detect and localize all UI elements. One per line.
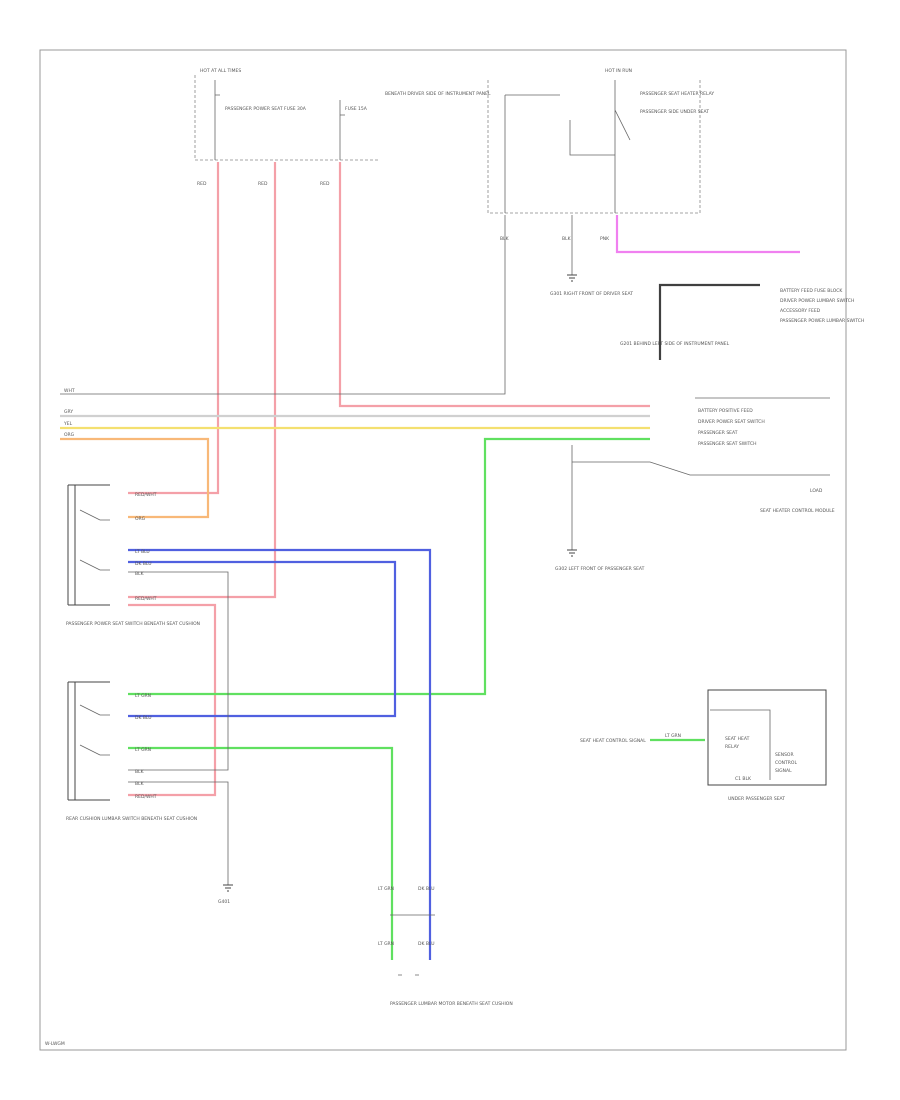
ground-labels: G301 RIGHT FRONT OF DRIVER SEAT G201 BEH… (218, 291, 730, 905)
motor-pin-4: DK BLU (418, 941, 435, 947)
bus-label-1: BATTERY POSITIVE FEED (698, 408, 753, 414)
ground-label-4: G401 (218, 899, 230, 905)
right-label-5: LOAD (810, 488, 823, 494)
module-input-label: SEAT HEAT CONTROL SIGNAL (580, 738, 646, 744)
top-connectors: RED RED RED BLK BLK PNK (197, 181, 610, 242)
side-label-3: YEL (63, 421, 73, 427)
fuse-label: PASSENGER POWER SEAT FUSE 30A (225, 106, 307, 112)
side-label-4: ORG (64, 432, 75, 438)
right-label-2: DRIVER POWER LUMBAR SWITCH (780, 298, 854, 304)
lower-pin-1: LT GRN (135, 693, 151, 699)
right-label-3: ACCESSORY FEED (780, 308, 821, 314)
connector-c6: PNK (600, 236, 610, 242)
module-location: UNDER PASSENGER SEAT (728, 796, 785, 802)
upper-pin-5: BLK (135, 571, 145, 577)
black-wire-1 (658, 283, 760, 360)
side-label-1: WHT (64, 388, 75, 394)
right-label-1: BATTERY FEED FUSE BLOCK (780, 288, 843, 294)
ground-label-1: G301 RIGHT FRONT OF DRIVER SEAT (550, 291, 633, 297)
green-wire-1 (128, 437, 650, 696)
blue-wire-1 (128, 548, 432, 960)
upper-pin-4: DK BLU (135, 561, 152, 567)
red-wire-4 (128, 603, 217, 797)
fuse-block-location: BENEATH DRIVER SIDE OF INSTRUMENT PANEL (385, 91, 491, 97)
right-labels: BATTERY FEED FUSE BLOCK DRIVER POWER LUM… (760, 288, 864, 514)
ground-label-3: G302 LEFT FRONT OF PASSENGER SEAT (555, 566, 645, 572)
lower-pin-2: DK BLU (135, 715, 152, 721)
upper-pin-1: RED/WHT (135, 492, 157, 498)
bus-label-3: PASSENGER SEAT (698, 430, 738, 436)
module-line-2: RELAY (725, 744, 739, 750)
relay-label: FUSE 15A (345, 106, 368, 112)
side-labels: WHT GRY YEL ORG (63, 388, 75, 438)
connector-c2: RED (258, 181, 268, 187)
red-wire-2 (128, 162, 277, 599)
connector-c5: BLK (562, 236, 572, 242)
module-line-3: SENSOR (775, 752, 794, 758)
footer-code: W-LWGM (45, 1041, 65, 1047)
upper-seat-switch: RED/WHT ORG LT BLU DK BLU BLK RED/WHT PA… (66, 484, 200, 627)
motor-pin-2: DK BLU (418, 886, 435, 892)
blue-wire-2 (128, 560, 397, 718)
upper-pin-6: RED/WHT (135, 596, 157, 602)
bus-label-4: PASSENGER SEAT SWITCH (698, 441, 757, 447)
connector-c1: RED (197, 181, 207, 187)
red-wire-1 (128, 162, 220, 495)
ground-symbols (223, 274, 577, 892)
bus-labels: BATTERY POSITIVE FEED DRIVER POWER SEAT … (695, 397, 830, 447)
upper-pin-2: ORG (135, 516, 146, 522)
black-wire-4 (128, 781, 229, 885)
bus-label-2: DRIVER POWER SEAT SWITCH (698, 419, 765, 425)
module-line-5: SIGNAL (775, 768, 792, 774)
lumbar-motor: LT GRN DK BLU LT GRN DK BLU PASSENGER LU… (378, 886, 513, 1007)
upper-switch-label: PASSENGER POWER SEAT SWITCH BENEATH SEAT… (66, 621, 200, 627)
module-input-wire: LT GRN (665, 733, 681, 739)
relay-block-location: PASSENGER SIDE UNDER SEAT (640, 109, 709, 115)
motor-label: PASSENGER LUMBAR MOTOR BENEATH SEAT CUSH… (390, 1001, 513, 1007)
motor-pin-3: LT GRN (378, 941, 394, 947)
relay-block-header: HOT IN RUN (605, 68, 632, 74)
right-label-6: SEAT HEATER CONTROL MODULE (760, 508, 835, 514)
pink-wire (615, 215, 800, 254)
lower-switch-label: REAR CUSHION LUMBAR SWITCH BENEATH SEAT … (66, 816, 197, 822)
lower-pin-3: LT GRN (135, 747, 151, 753)
lower-seat-switch: LT GRN DK BLU LT GRN BLK BLK RED/WHT REA… (66, 681, 197, 822)
top-left-fuse-block: HOT AT ALL TIMES PASSENGER POWER SEAT FU… (194, 68, 491, 161)
lower-pin-6: RED/WHT (135, 794, 157, 800)
lower-pin-4: BLK (135, 769, 145, 775)
ground-label-2: G201 BEHIND LEFT SIDE OF INSTRUMENT PANE… (620, 341, 730, 347)
motor-pin-1: LT GRN (378, 886, 394, 892)
red-wire-3 (338, 162, 650, 408)
module-line-4: CONTROL (775, 760, 797, 766)
black-wire-6 (572, 461, 830, 476)
right-label-4: PASSENGER POWER LUMBAR SWITCH (780, 318, 864, 324)
side-label-2: GRY (64, 409, 73, 415)
green-wire-2 (128, 746, 394, 960)
fuse-block-header: HOT AT ALL TIMES (200, 68, 241, 74)
seat-heater-module: SEAT HEAT RELAY SENSOR CONTROL SIGNAL C1… (580, 689, 827, 802)
black-wire-3 (128, 571, 229, 771)
upper-pin-3: LT BLU (135, 549, 150, 555)
module-line-1: SEAT HEAT (725, 736, 750, 742)
top-right-relay-block: HOT IN RUN PASSENGER SEAT HEATER RELAY P… (487, 68, 714, 214)
diagram-frame (39, 49, 847, 1051)
white-bus-wire (60, 215, 506, 395)
orange-wire (60, 437, 210, 519)
module-connector: C1 BLK (735, 776, 752, 782)
connector-c3: RED (320, 181, 330, 187)
relay-block-label: PASSENGER SEAT HEATER RELAY (640, 91, 714, 97)
lower-pin-5: BLK (135, 781, 145, 787)
